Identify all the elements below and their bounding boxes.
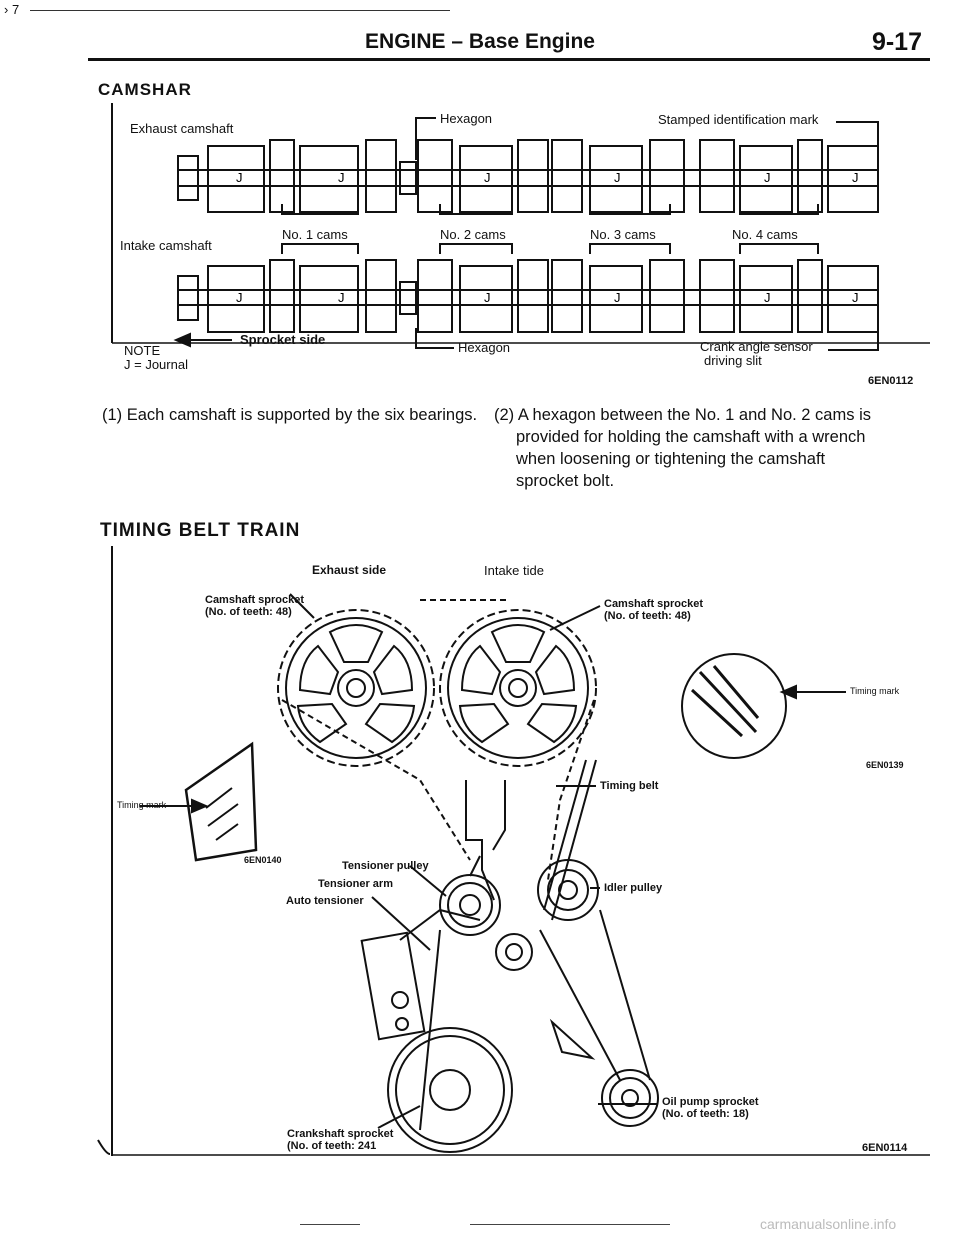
label-oil-pump-1: Oil pump sprocket — [662, 1096, 759, 1108]
label-note: NOTE — [124, 343, 161, 358]
label-oil-pump-2: (No. of teeth: 18) — [662, 1108, 749, 1120]
label-right-sprocket-2: (No. of teeth: 48) — [604, 610, 691, 622]
journal-marker: J — [852, 290, 859, 305]
label-crank-angle-sensor: Crank angle sensor — [700, 339, 813, 354]
journal-marker: J — [484, 290, 491, 305]
journal-marker: J — [236, 170, 243, 185]
label-no4-cams: No. 4 cams — [732, 227, 798, 242]
camshaft-diagram: J J J J J J J J J J J J — [112, 117, 930, 351]
journal-marker: J — [764, 170, 771, 185]
camshaft-paragraph-2-line2: provided for holding the camshaft with a… — [516, 428, 866, 446]
timing-left-rule — [111, 546, 113, 1156]
journal-marker: J — [614, 170, 621, 185]
label-driving-slit: driving slit — [704, 353, 762, 368]
label-note-text: J = Journal — [124, 357, 188, 372]
journal-marker: J — [484, 170, 491, 185]
label-timing-belt: Timing belt — [600, 780, 659, 792]
page-header-title: ENGINE – Base Engine — [365, 30, 595, 53]
page-number: 9-17 — [871, 28, 922, 56]
label-tensioner-arm: Tensioner arm — [318, 878, 393, 890]
footer-rule-left — [300, 1224, 360, 1225]
label-tensioner-pulley: Tensioner pulley — [342, 860, 429, 872]
camshaft-paragraph-2-line4: sprocket bolt. — [516, 472, 615, 490]
top-scan-line — [30, 10, 450, 11]
footer-rule-right — [470, 1224, 670, 1225]
label-exhaust-side: Exhaust side — [312, 563, 387, 577]
figure-code-camshaft: 6EN0112 — [868, 375, 914, 387]
code-6en0139: 6EN0139 — [866, 760, 904, 770]
journal-marker: J — [338, 290, 345, 305]
label-crank-sprocket-2: (No. of teeth: 241 — [287, 1140, 377, 1152]
journal-marker: J — [852, 170, 859, 185]
label-hexagon-bottom: Hexagon — [458, 340, 511, 355]
journal-marker: J — [338, 170, 345, 185]
label-left-sprocket-1: Camshaft sprocket — [205, 594, 305, 606]
label-right-sprocket-1: Camshaft sprocket — [604, 598, 704, 610]
journal-marker: J — [614, 290, 621, 305]
footer-watermark[interactable]: carmanualsonline.info — [760, 1216, 897, 1232]
label-no1-cams: No. 1 cams — [282, 227, 348, 242]
section-left-rule — [111, 103, 113, 343]
label-intake-side: Intake tide — [484, 563, 544, 578]
header-rule — [88, 58, 930, 61]
label-exhaust-camshaft: Exhaust camshaft — [130, 121, 234, 136]
camshaft-heading: CAMSHAR — [98, 80, 192, 99]
label-hexagon-top: Hexagon — [440, 111, 493, 126]
label-timing-mark-left: Timing mark — [117, 800, 167, 810]
code-6en0140: 6EN0140 — [244, 855, 282, 865]
label-timing-mark-right: Timing mark — [850, 686, 900, 696]
label-no3-cams: No. 3 cams — [590, 227, 656, 242]
camshaft-paragraph-1: (1) Each camshaft is supported by the si… — [102, 406, 478, 424]
figure-code-timing: 6EN0114 — [862, 1142, 908, 1154]
label-left-sprocket-2: (No. of teeth: 48) — [205, 606, 292, 618]
corner-mark: › 7 — [4, 2, 20, 17]
label-crank-sprocket-1: Crankshaft sprocket — [287, 1128, 394, 1140]
camshaft-paragraph-2-line1: (2) A hexagon between the No. 1 and No. … — [494, 406, 871, 424]
label-auto-tensioner: Auto tensioner — [286, 895, 364, 907]
label-no2-cams: No. 2 cams — [440, 227, 506, 242]
label-sprocket-side: Sprocket side — [240, 332, 326, 347]
journal-marker: J — [764, 290, 771, 305]
journal-marker: J — [236, 290, 243, 305]
camshaft-paragraph-2-line3: when loosening or tightening the camshaf… — [516, 450, 826, 468]
label-stamped-mark: Stamped identification mark — [658, 112, 819, 127]
label-idler-pulley: Idler pulley — [604, 882, 663, 894]
timing-belt-heading: TIMING BELT TRAIN — [100, 520, 301, 541]
label-intake-camshaft: Intake camshaft — [120, 238, 212, 253]
